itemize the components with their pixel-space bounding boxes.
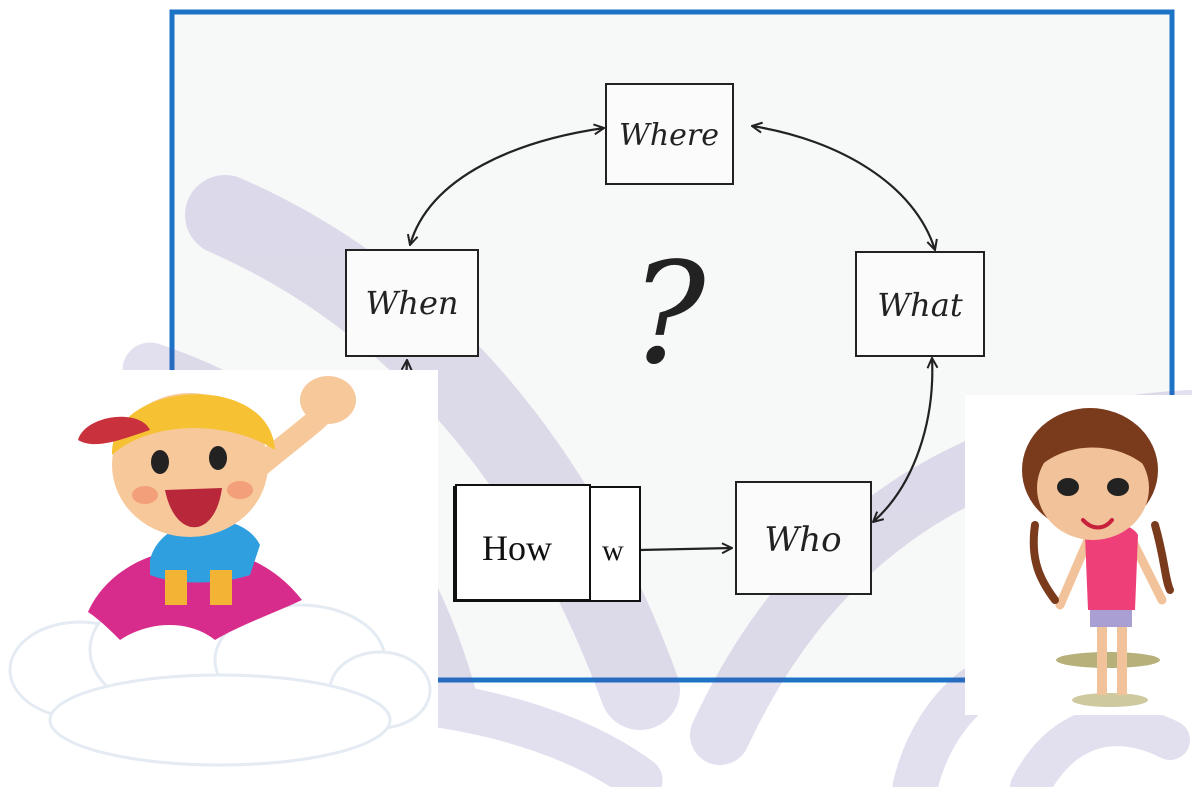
node-how-partial-label: w [602, 534, 624, 567]
node-how-label: How [482, 528, 552, 568]
girl-cartoon-icon [965, 395, 1192, 715]
node-what: What [855, 251, 985, 357]
node-who: Who [735, 481, 872, 595]
arrow-what-who [873, 358, 932, 522]
question-mark: ? [630, 233, 706, 396]
arrow-where-what [752, 126, 935, 250]
node-who-label: Who [764, 520, 841, 560]
boy-cartoon-icon [0, 370, 438, 787]
node-when-label: When [365, 284, 458, 322]
arrow-where-when [410, 128, 604, 245]
node-where: Where [605, 83, 734, 185]
node-how: w How [453, 484, 641, 602]
node-what-label: What [877, 286, 963, 324]
node-where-label: Where [619, 118, 719, 153]
diagram-arrows [405, 126, 935, 550]
node-when: When [345, 249, 479, 357]
arrow-how-who [639, 548, 732, 550]
